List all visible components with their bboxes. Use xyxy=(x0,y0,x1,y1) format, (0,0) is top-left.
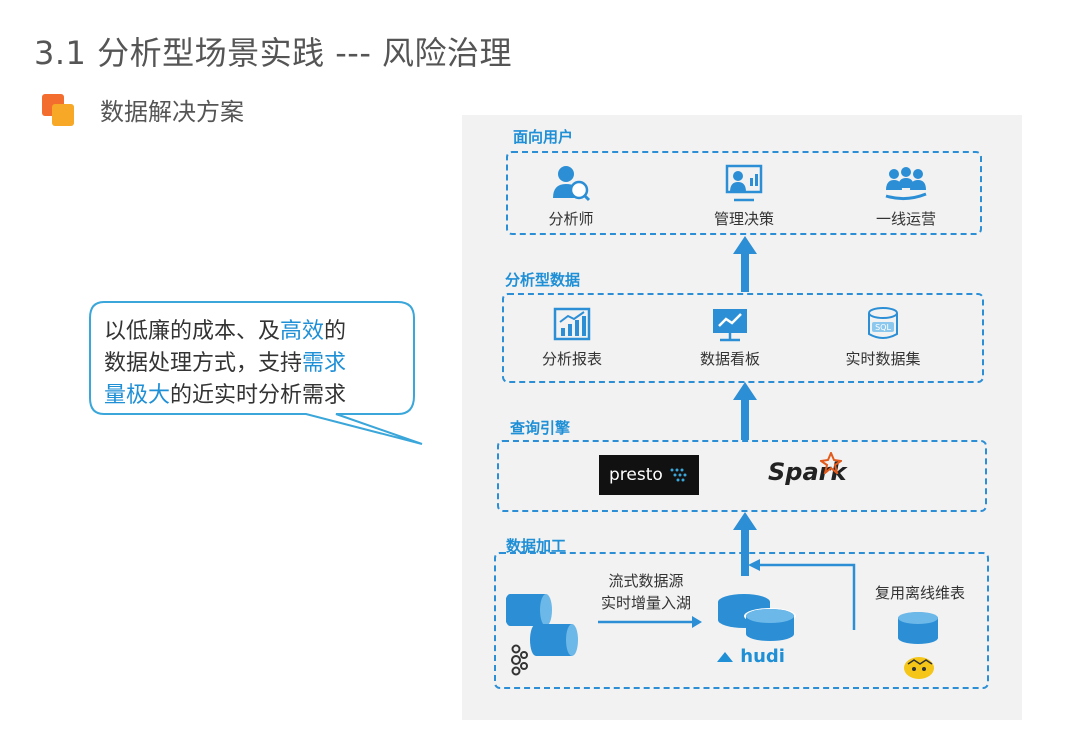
spark-logo: Spark xyxy=(768,452,847,486)
stream-line1: 流式数据源 xyxy=(608,572,684,590)
hive-icon xyxy=(904,657,934,679)
layer-label-analysis: 分析型数据 xyxy=(505,271,581,289)
callout-seg4: 数据处理方式，支持 xyxy=(104,351,303,376)
callout-highlight-2: 需求 xyxy=(302,351,347,376)
layer-label-processing: 数据加工 xyxy=(506,537,567,555)
svg-text:SQL: SQL xyxy=(875,323,891,332)
item-realtime-dataset: SQL 实时数据集 xyxy=(823,306,943,369)
item-report: 分析报表 xyxy=(512,306,632,369)
item-dashboard: 数据看板 xyxy=(670,306,790,369)
layer-box-processing xyxy=(494,552,989,689)
sql-database-icon: SQL xyxy=(868,307,898,339)
analyst-icon xyxy=(553,166,591,202)
stream-source-text: 流式数据源 实时增量入湖 xyxy=(596,570,696,614)
arrow-right-stream xyxy=(598,616,702,628)
item-operations: 一线运营 xyxy=(846,164,966,229)
item-analyst-label: 分析师 xyxy=(548,210,594,228)
presto-dots-icon xyxy=(670,468,687,482)
arrow-up-2 xyxy=(733,382,757,440)
callout-text: 以低廉的成本、及高效的 数据处理方式，支持需求 量极大的近实时分析需求 xyxy=(104,316,404,412)
offline-dim-text: 复用离线维表 xyxy=(874,584,965,602)
callout-highlight-3: 量极大 xyxy=(104,383,171,408)
callout-highlight-1: 高效 xyxy=(280,319,325,344)
hudi-logo: hudi xyxy=(716,646,785,667)
item-management: 管理决策 xyxy=(684,164,804,229)
callout-seg7: 的近实时分析需求 xyxy=(170,383,347,408)
offline-table-icon xyxy=(898,612,938,644)
spark-star-icon xyxy=(820,452,842,474)
item-analyst: 分析师 xyxy=(511,164,631,229)
arrow-up-1 xyxy=(733,236,757,292)
hudi-label: hudi xyxy=(740,646,785,667)
layer-box-query xyxy=(497,440,987,512)
data-lake-icon xyxy=(718,594,796,641)
item-dashboard-label: 数据看板 xyxy=(699,350,760,368)
page-title: 3.1 分析型场景实践 --- 风险治理 xyxy=(34,34,513,72)
item-management-label: 管理决策 xyxy=(713,210,774,228)
dashboard-icon xyxy=(713,309,747,342)
stream-source-icon xyxy=(506,594,578,656)
kafka-icon xyxy=(511,644,528,676)
stream-line2: 实时增量入湖 xyxy=(600,594,691,612)
team-icon xyxy=(885,167,927,201)
presentation-icon xyxy=(725,164,763,202)
layer-box-users xyxy=(506,151,982,235)
presto-label: presto xyxy=(609,465,663,485)
layer-box-analysis xyxy=(502,293,984,383)
arrow-up-3 xyxy=(733,512,757,576)
item-realtime-dataset-label: 实时数据集 xyxy=(845,350,921,368)
arrow-offline-to-lake xyxy=(748,559,856,630)
page-subtitle: 数据解决方案 xyxy=(100,98,244,126)
report-chart-icon xyxy=(553,307,591,341)
callout-seg3: 的 xyxy=(324,319,347,344)
layer-label-users: 面向用户 xyxy=(513,128,574,146)
spark-label: Spark xyxy=(768,458,847,486)
layer-label-query: 查询引擎 xyxy=(510,419,571,437)
bullet-icon-overlay xyxy=(52,104,74,126)
callout-bubble xyxy=(89,301,423,445)
item-operations-label: 一线运营 xyxy=(875,210,936,228)
item-report-label: 分析报表 xyxy=(541,350,602,368)
hudi-bird-icon xyxy=(717,652,733,662)
callout-seg1: 以低廉的成本、及 xyxy=(104,319,281,344)
presto-logo: presto xyxy=(599,455,699,495)
